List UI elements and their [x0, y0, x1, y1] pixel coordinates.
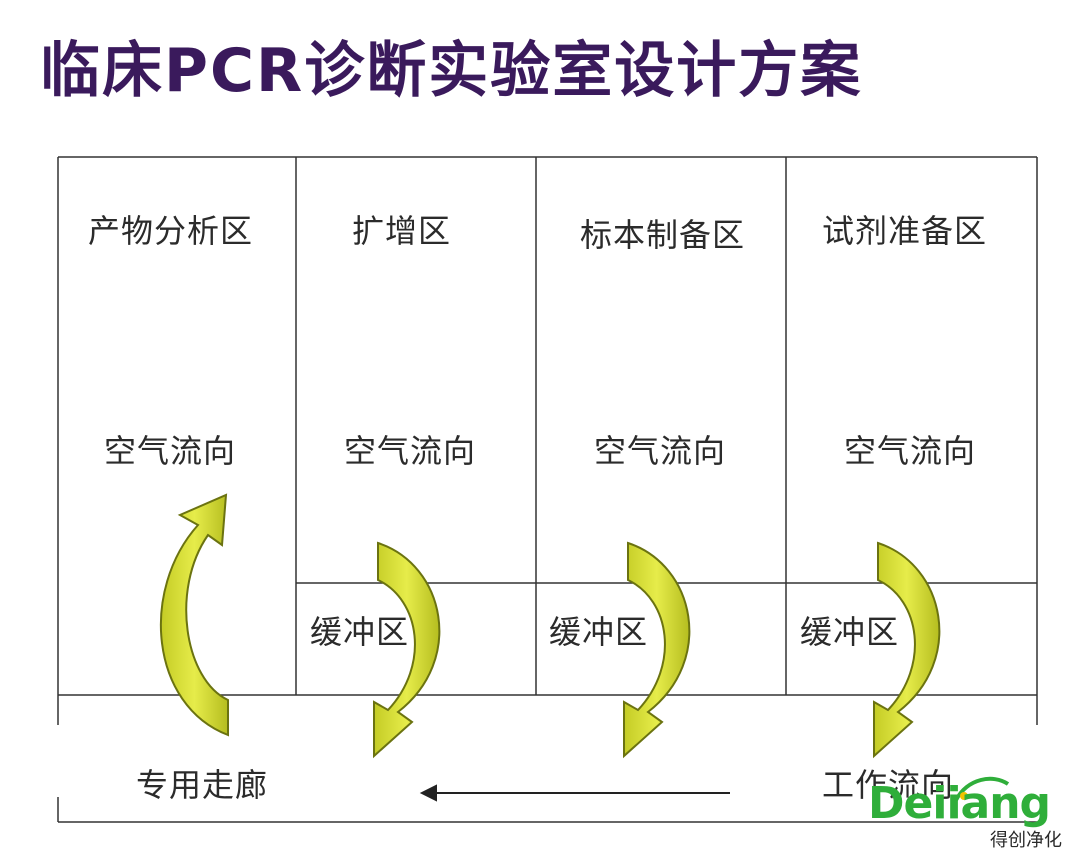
room-label-specimen-prep: 标本制备区	[580, 216, 746, 254]
logo-wordmark: Deiiang	[868, 778, 1051, 829]
air-flow-arrow-specimen	[623, 541, 691, 759]
work-flow-label: 工作流向	[822, 766, 955, 804]
room-label-reagent-prep: 试剂准备区	[822, 212, 988, 250]
deiiang-logo: Deiiang 得创净化	[868, 770, 1068, 851]
buffer-zone-label-specimen: 缓冲区	[549, 613, 649, 651]
work-flow-arrow	[419, 784, 730, 802]
air-flow-label-reagent: 空气流向	[844, 432, 977, 470]
logo-swoosh-icon	[954, 776, 1010, 802]
air-flow-arrow-amplification	[373, 541, 441, 759]
room-label-product-analysis: 产物分析区	[88, 212, 254, 250]
air-flow-label-amplification: 空气流向	[344, 432, 477, 470]
air-flow-arrow-reagent	[873, 541, 941, 759]
air-flow-label-product: 空气流向	[104, 432, 237, 470]
logo-subtitle: 得创净化	[990, 830, 1062, 851]
air-flow-arrow-product	[159, 493, 229, 737]
room-label-amplification: 扩增区	[352, 212, 452, 250]
buffer-zone-label-amplification: 缓冲区	[310, 613, 410, 651]
corridor-label: 专用走廊	[136, 766, 269, 804]
air-flow-label-specimen: 空气流向	[594, 432, 727, 470]
page-title: 临床PCR诊断实验室设计方案	[40, 36, 863, 106]
buffer-zone-label-reagent: 缓冲区	[800, 613, 900, 651]
